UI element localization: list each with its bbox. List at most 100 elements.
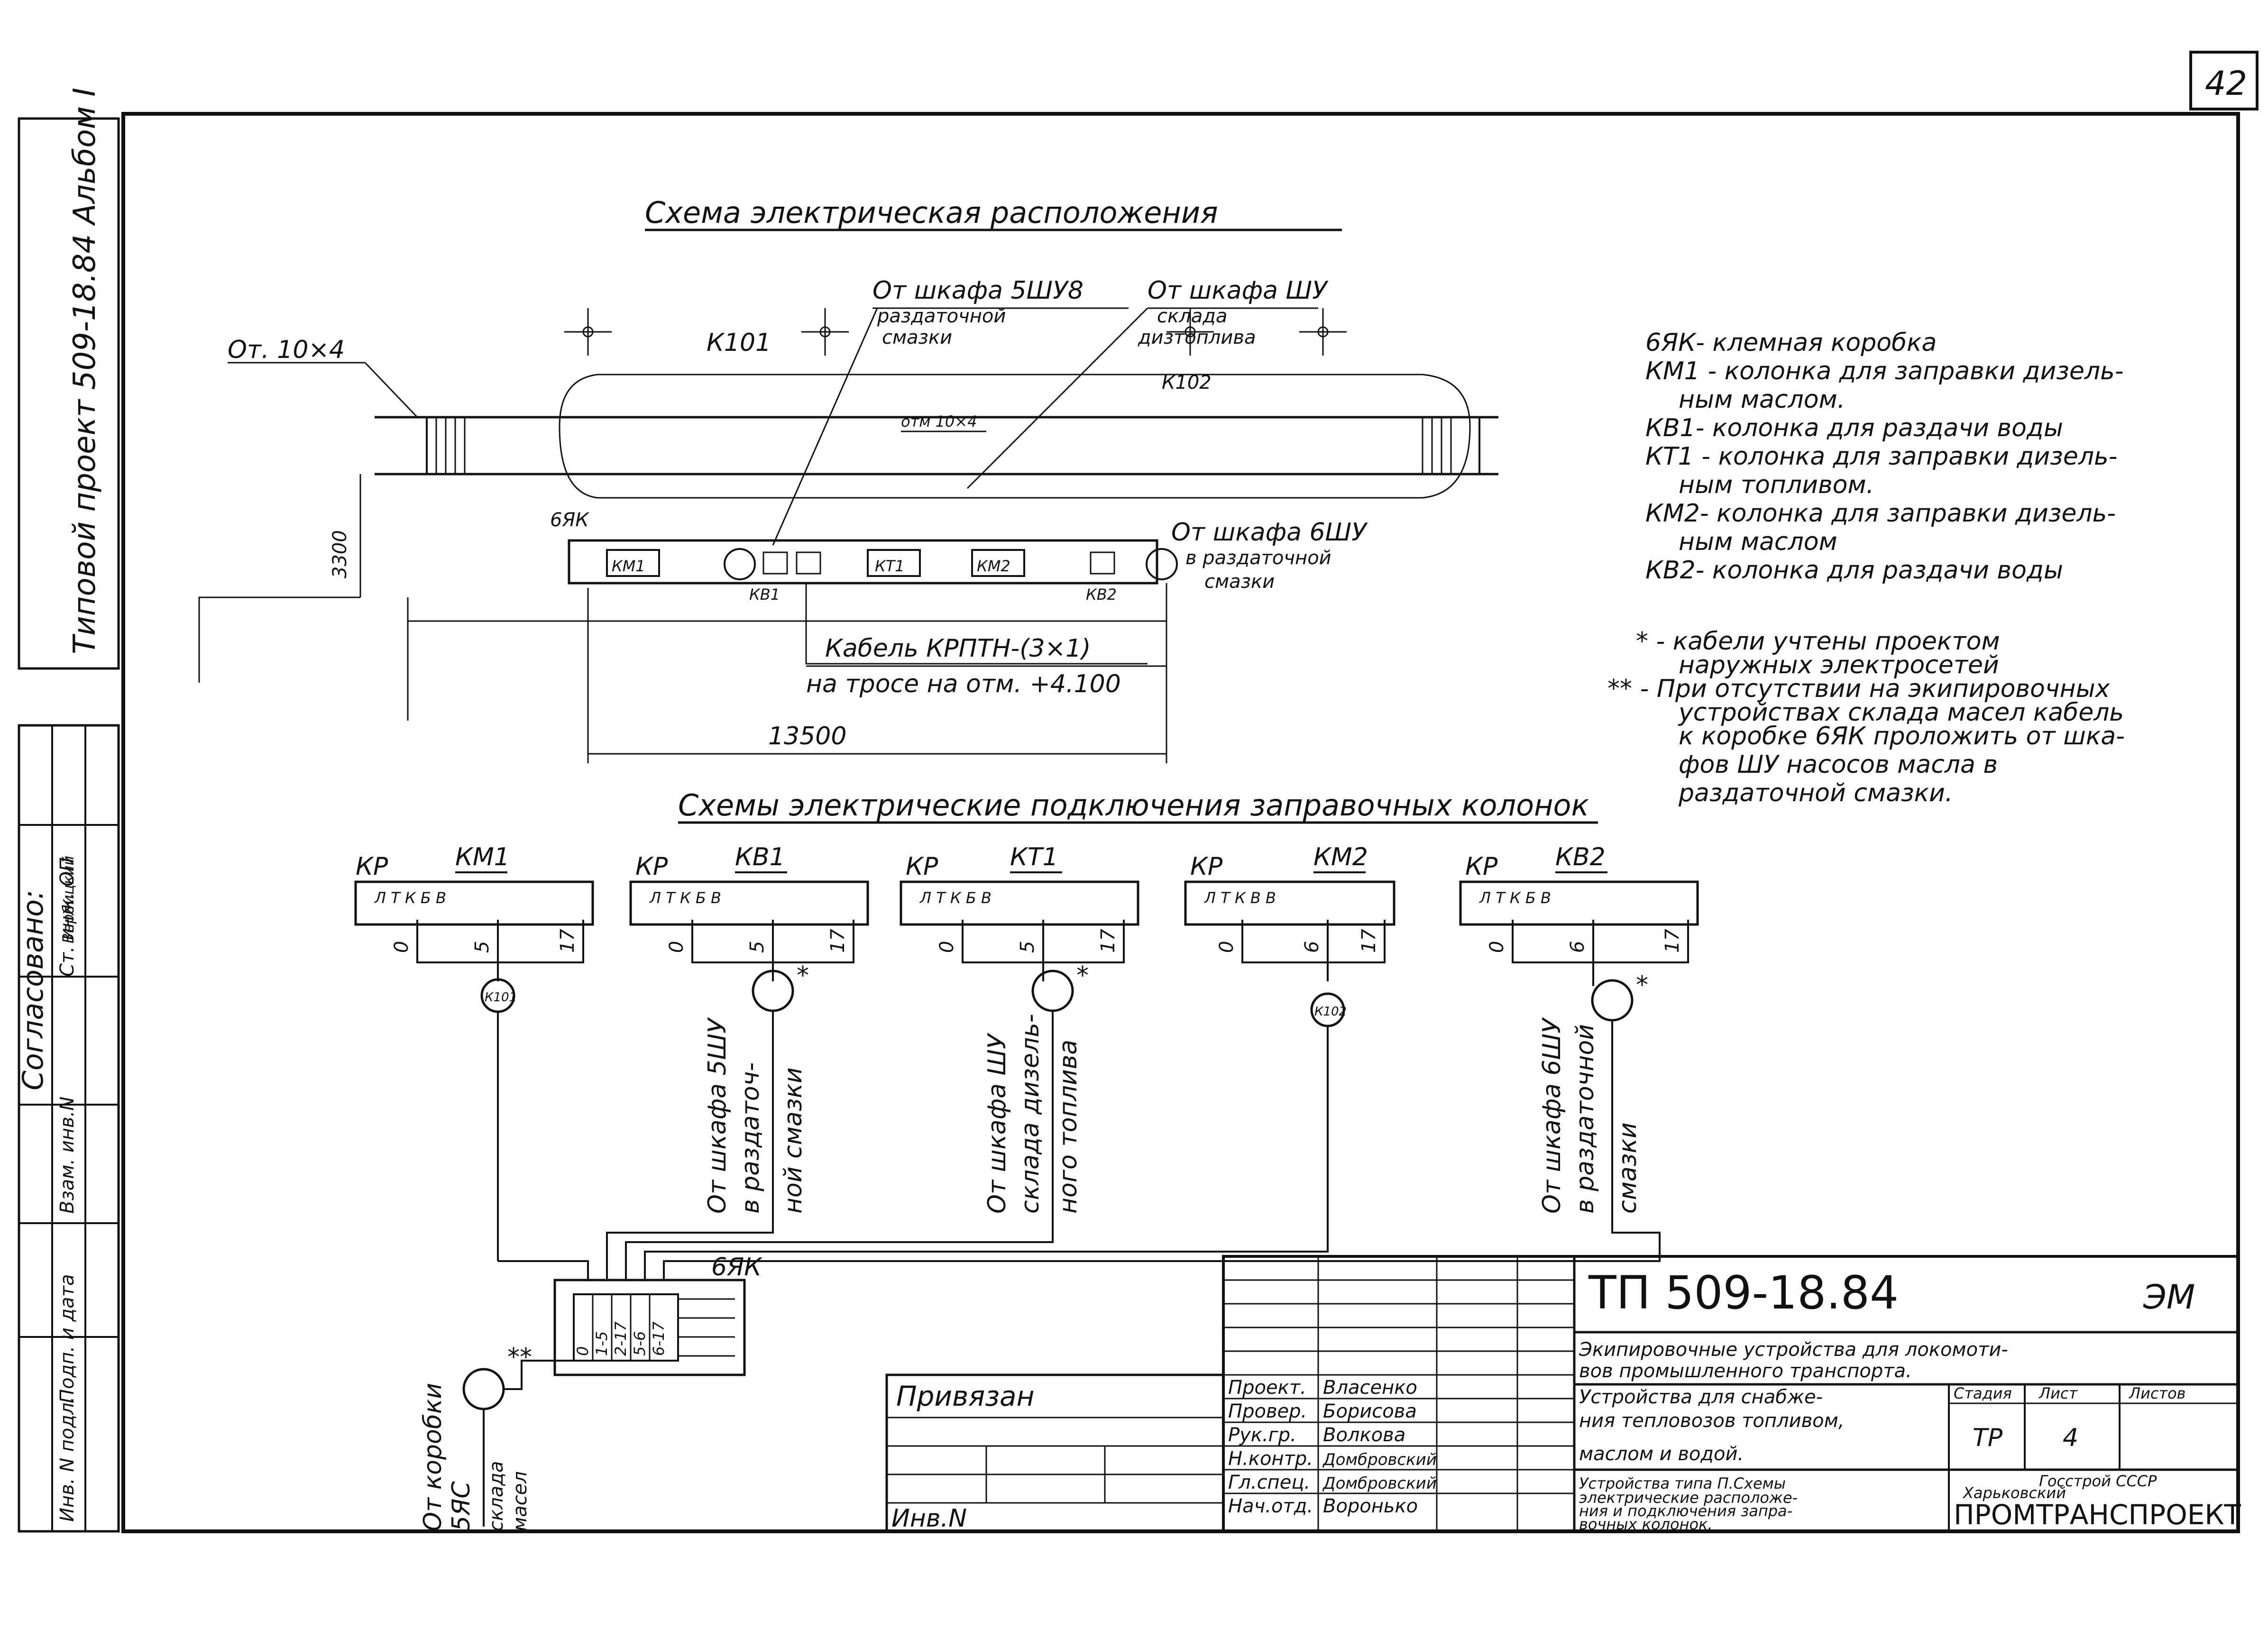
kv1-terms: Л Т К Б В <box>649 889 721 907</box>
km2-terms: Л Т К В В <box>1204 889 1276 907</box>
k102-label: К102 <box>1162 372 1212 393</box>
svg-text:Проект.: Проект. <box>1228 1377 1306 1399</box>
svg-text:Экипировочные устройства для л: Экипировочные устройства для локомоти- <box>1579 1339 2008 1361</box>
agreed-label: Согласовано: <box>17 890 50 1090</box>
km2-circle: К102 <box>1314 1005 1347 1019</box>
legend-line-8: ным маслом <box>1679 528 1837 556</box>
note-line-3: ** - При отсутствии на экипировочных <box>1607 675 2111 703</box>
svg-text:Домбровский: Домбровский <box>1322 1474 1437 1493</box>
scheme1-title: Схема электрическая расположения <box>645 195 1218 230</box>
svg-text:0: 0 <box>936 941 958 953</box>
svg-text:0: 0 <box>666 941 688 953</box>
km1-box: КМ1 <box>612 557 645 575</box>
box-label: 6ЯК <box>711 1253 762 1281</box>
inv-label: Инв.N <box>891 1504 967 1533</box>
cab2-line1: От шкафа ШУ <box>1148 276 1329 305</box>
cable-line2: на тросе на отм. +4.100 <box>806 670 1121 698</box>
sheet-number-box <box>2189 51 2259 110</box>
kv1-name: КВ1 <box>735 843 785 871</box>
note-line-7: раздаточной смазки. <box>1678 779 1953 807</box>
svg-text:2-17: 2-17 <box>612 1321 630 1356</box>
svg-text:ного топлива: ного топлива <box>1054 1040 1083 1214</box>
svg-text:Борисова: Борисова <box>1323 1400 1417 1422</box>
svg-text:склада: склада <box>486 1461 507 1531</box>
note-line-2: наружных электросетей <box>1679 651 1999 679</box>
stamp-org: ПРОМТРАНСПРОЕКТ <box>1954 1499 2241 1531</box>
legend-line-7: КМ2- колонка для заправки дизель- <box>1645 499 2116 528</box>
column-kt1: КР КТ1 Л Т К Б В 0 5 17 * От шкафа ШУ ск… <box>900 843 1139 1214</box>
km1-circle: К101 <box>485 990 517 1005</box>
svg-text:ния и подключения запра-: ния и подключения запра- <box>1579 1502 1792 1520</box>
svg-text:17: 17 <box>557 929 578 953</box>
km1-terms: Л Т К Б В <box>374 889 446 907</box>
left-strip-top <box>18 117 120 670</box>
lamp-markers <box>564 308 1347 356</box>
svg-text:Стадия: Стадия <box>1954 1384 2012 1402</box>
svg-text:Власенко: Власенко <box>1323 1377 1417 1399</box>
svg-text:0: 0 <box>1216 941 1238 953</box>
svg-text:0: 0 <box>574 1346 592 1356</box>
svg-text:в раздаточ-: в раздаточ- <box>736 1062 765 1214</box>
byak-label: 6ЯК <box>550 509 589 531</box>
title-block: Проект. Власенко Провер. Борисова Рук.гр… <box>885 1255 2241 1533</box>
svg-text:КР: КР <box>906 852 938 881</box>
km1-name: КМ1 <box>455 843 510 871</box>
svg-text:ния тепловозов топливом,: ния тепловозов топливом, <box>1579 1410 1845 1432</box>
svg-text:смазки: смазки <box>1614 1122 1642 1214</box>
elev-left: От. 10×4 <box>228 336 345 364</box>
notes: * - кабели учтены проектом наружных элек… <box>1607 627 2125 807</box>
legend-line-6: ным топливом. <box>1679 471 1874 499</box>
legend-line-4: КВ1- колонка для раздачи воды <box>1645 414 2063 442</box>
svg-text:Госстрой СССР: Госстрой СССР <box>2039 1472 2157 1490</box>
cab3-line3: смазки <box>1204 571 1275 593</box>
cab1-line1: От шкафа 5ШУ8 <box>872 276 1083 305</box>
svg-text:5: 5 <box>471 941 493 953</box>
svg-text:5-6: 5-6 <box>631 1331 649 1356</box>
cab2-line2: склада <box>1157 305 1227 327</box>
sheet-number: 42 <box>2205 64 2247 103</box>
kv2-terms: Л Т К Б В <box>1479 889 1551 907</box>
attached-label: Привязан <box>896 1380 1035 1412</box>
strip-row-3: Инв. N подл. <box>56 1397 78 1522</box>
svg-text:маслом и водой.: маслом и водой. <box>1579 1443 1744 1465</box>
svg-text:масел: масел <box>509 1471 531 1531</box>
column-km1: КР КМ1 Л Т К Б В 0 5 17 К101 <box>354 843 594 1261</box>
svg-text:Устройства для снабже-: Устройства для снабже- <box>1579 1386 1823 1408</box>
svg-text:вов промышленного транспорта.: вов промышленного транспорта. <box>1579 1360 1912 1382</box>
note-line-6: фов ШУ насосов масла в <box>1679 750 1998 779</box>
project-label: Типовой проект 509-18.84 Альбом I <box>67 88 102 654</box>
svg-text:Лист: Лист <box>2038 1384 2078 1402</box>
column-kv2: КР КВ2 Л Т К Б В 0 6 17 * От шкафа 6ШУ в… <box>1459 843 1699 1214</box>
svg-text:От коробки: От коробки <box>419 1383 447 1531</box>
legend-line-9: КВ2- колонка для раздачи воды <box>1645 556 2063 585</box>
svg-text:ной смазки: ной смазки <box>779 1067 808 1214</box>
scheme2-title: Схемы электрические подключения заправоч… <box>678 788 1589 823</box>
svg-text:17: 17 <box>1662 929 1683 953</box>
svg-text:Устройства типа П.Схемы: Устройства типа П.Схемы <box>1579 1474 1786 1492</box>
svg-text:Провер.: Провер. <box>1228 1400 1307 1422</box>
svg-text:КР: КР <box>356 852 388 881</box>
cab3-line1: От шкафа 6ШУ <box>1171 518 1368 547</box>
track-frame <box>426 416 1480 475</box>
cab1-line3: смазки <box>882 327 952 348</box>
svg-text:Харьковский: Харьковский <box>1962 1484 2066 1502</box>
legend-line-5: КТ1 - колонка для заправки дизель- <box>1645 442 2117 471</box>
kv2-label: КВ2 <box>1086 586 1117 604</box>
junction-box-6yak: 0 1-5 2-17 5-6 6-17 6ЯК ** От коробки 5Я… <box>419 1209 1661 1531</box>
svg-text:5ЯС: 5ЯС <box>447 1481 476 1531</box>
svg-text:Нач.отд.: Нач.отд. <box>1228 1495 1313 1517</box>
svg-text:17: 17 <box>1097 929 1119 953</box>
svg-text:6: 6 <box>1301 941 1323 953</box>
svg-text:Домбровский: Домбровский <box>1322 1450 1437 1469</box>
dim-vertical: 3300 <box>329 530 351 578</box>
strip-row-5: Взам. инв.N <box>56 1097 78 1214</box>
note-line-4: устройствах склада масел кабель <box>1678 698 2124 727</box>
svg-text:КР: КР <box>1465 852 1498 881</box>
svg-text:КР: КР <box>1190 852 1223 881</box>
column-km2: КР КМ2 Л Т К В В 0 6 17 К102 <box>1184 843 1396 1218</box>
svg-text:Н.контр.: Н.контр. <box>1228 1448 1313 1470</box>
svg-text:0: 0 <box>391 941 413 953</box>
tank-outline <box>559 374 1471 499</box>
svg-text:КР: КР <box>635 852 668 881</box>
